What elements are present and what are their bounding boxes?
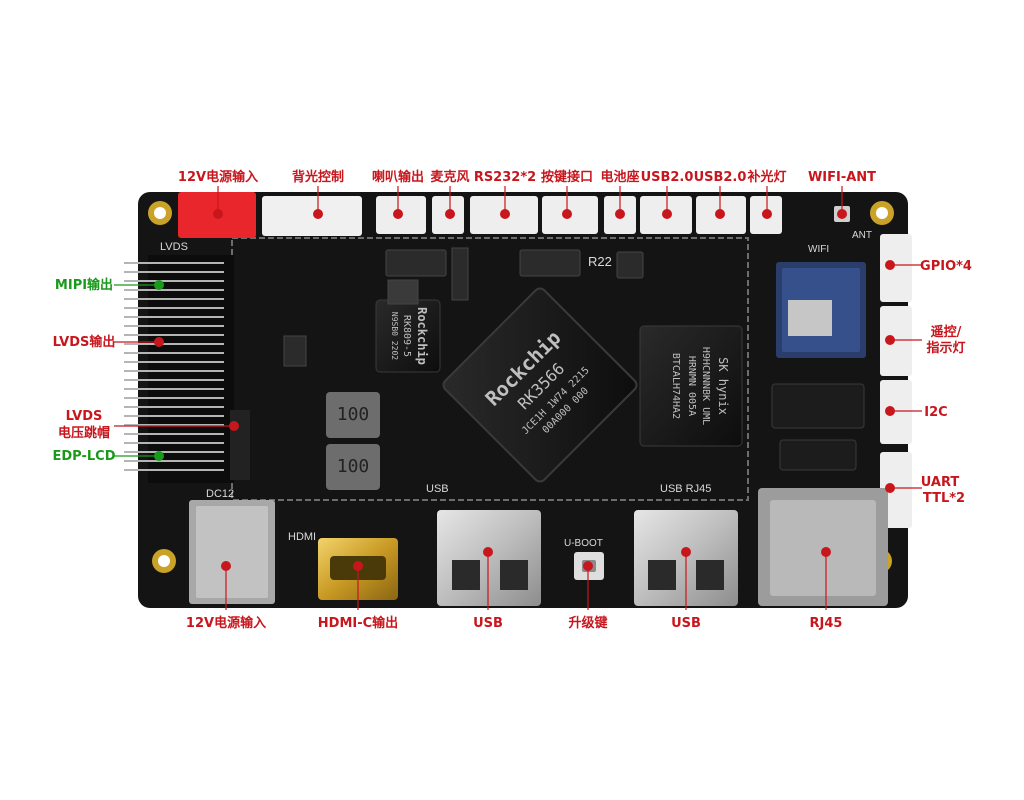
label-battery: 电池座 [600,169,639,185]
header-pin [124,289,224,291]
label-lvds: LVDS [66,409,103,424]
inductor-label-2: 100 [337,456,370,477]
label-usb20-2: USB2.0 [694,170,747,185]
label-key-interface: 按键接口 [541,169,593,185]
dc-jack [189,500,275,604]
header-pin [124,406,224,408]
silk-hdmi: HDMI [288,531,316,543]
label-gpio: GPIO*4 [920,259,972,274]
header-pin [124,424,224,426]
lvds-jumper [230,410,250,480]
label-wifi-ant: WIFI-ANT [808,170,876,185]
backlight-connector [262,196,362,236]
header-pin [124,415,224,417]
silk-uboot: U-BOOT [564,538,603,549]
label-fill-light: 补光灯 [746,169,786,185]
header-pin [124,379,224,381]
header-pin [124,388,224,390]
label-upgrade-key: 升级键 [568,615,607,631]
label-mic: 麦克风 [430,169,469,185]
header-pin [124,397,224,399]
ethernet-chip-2 [779,439,857,471]
memory-chip: SK hynix H9HCNNNBK UML HRNMN 005A BTCALH… [639,325,743,447]
left-labels: MIPI输出 LVDS输出 LVDS 电压跳帽 EDP-LCD [53,277,116,464]
header-pin [124,343,224,345]
label-lvds-out: LVDS输出 [53,334,116,350]
silk-lvds: LVDS [160,241,188,253]
label-rj45: RJ45 [810,616,843,631]
inductors: 100 100 [326,392,380,490]
silk-usb-rj45: USB RJ45 [660,483,711,495]
label-backlight: 背光控制 [292,169,344,185]
header-pin [124,352,224,354]
silk-wifi: WIFI [808,244,829,255]
pmic-brand: Rockchip [415,307,429,365]
callout-markers [114,186,922,610]
header-pin [124,325,224,327]
memory-line2: HRNMN 005A [686,356,697,416]
header-pin [124,298,224,300]
pmic-code: N9SB0 2202 [390,312,399,360]
left-pin-header [124,255,234,483]
wifi-module [776,262,866,358]
label-12v-power-bottom: 12V电源输入 [186,615,266,631]
header-pin [124,280,224,282]
silk-ant: ANT [852,230,872,241]
label-usb20-1: USB2.0 [641,170,694,185]
label-indicator: 指示灯 [926,340,965,356]
header-pin [124,334,224,336]
silk-r22: R22 [588,254,612,269]
memory-brand: SK hynix [716,357,730,415]
label-i2c: I2C [924,405,947,420]
label-hdmi-c: HDMI-C输出 [318,615,398,631]
header-pin [124,307,224,309]
small-components [283,247,644,367]
label-voltage-jumper: 电压跳帽 [58,425,110,441]
header-pin [124,442,224,444]
label-speaker: 喇叭输出 [372,169,424,185]
right-connectors [880,234,912,528]
soc-chip: Rockchip RK3566 JCE1H 1W74 2215 00A000 0… [442,287,638,483]
ethernet-chip [771,383,865,429]
header-pin [124,469,224,471]
header-pin [124,433,224,435]
label-remote: 遥控/ [931,324,962,340]
bottom-labels: 12V电源输入 HDMI-C输出 USB 升级键 USB RJ45 [186,615,843,631]
inductor-label-1: 100 [337,404,370,425]
header-pin [124,262,224,264]
memory-line1: H9HCNNNBK UML [700,347,711,425]
silk-usb: USB [426,483,449,495]
header-pin [124,370,224,372]
top-labels: 12V电源输入 背光控制 喇叭输出 麦克风 RS232*2 按键接口 电池座 U… [178,169,876,185]
rj45-port [758,488,888,606]
label-12v-power-top: 12V电源输入 [178,169,258,185]
usb-port-1 [437,510,541,606]
header-pin [124,271,224,273]
right-labels: GPIO*4 遥控/ 指示灯 I2C UART TTL*2 [920,259,972,506]
label-edp-lcd: EDP-LCD [53,449,116,464]
pmic-model: RK809-5 [401,315,412,357]
pmic-chip: Rockchip RK809-5 N9SB0 2202 [375,299,441,373]
header-pin [124,451,224,453]
label-rs232: RS232*2 [474,170,536,185]
label-mipi: MIPI输出 [55,277,113,293]
label-ttl: TTL*2 [923,491,965,506]
label-usb-2: USB [671,616,701,631]
header-pin [124,460,224,462]
header-pin [124,316,224,318]
silk-dc12: DC12 [206,488,234,500]
label-uart: UART [921,475,960,490]
memory-line3: BTCALH74HA2 [670,353,681,419]
header-pin [124,361,224,363]
label-usb-1: USB [473,616,503,631]
